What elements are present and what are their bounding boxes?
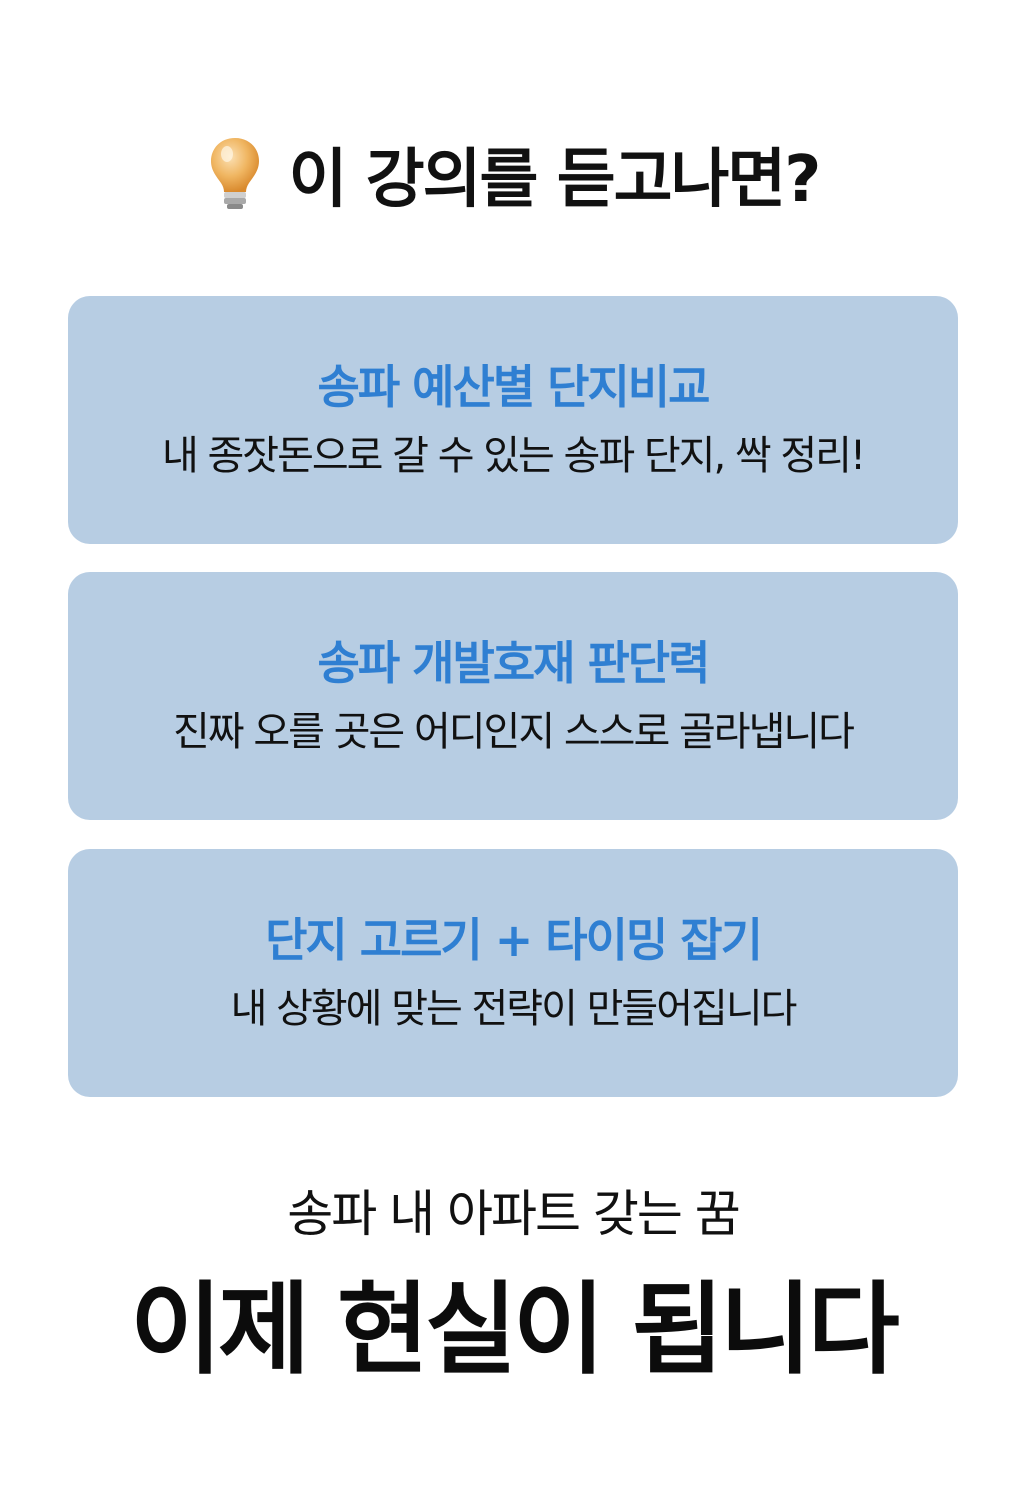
benefit-card-budget: 송파 예산별 단지비교 내 종잣돈으로 갈 수 있는 송파 단지, 싹 정리! — [68, 296, 958, 544]
lightbulb-icon — [210, 138, 259, 209]
page-title: 이 강의를 듣고나면? — [288, 143, 822, 217]
footer-headline: 이제 현실이 됩니다 — [130, 1271, 900, 1388]
footer-subheading: 송파 내 아파트 갖는 꿈 — [287, 1185, 741, 1243]
card-description: 진짜 오를 곳은 어디인지 스스로 골라냅니다 — [173, 709, 855, 755]
card-description: 내 상황에 맞는 전략이 만들어집니다 — [230, 986, 798, 1032]
benefit-card-timing: 단지 고르기 + 타이밍 잡기 내 상황에 맞는 전략이 만들어집니다 — [68, 849, 958, 1097]
card-description: 내 종잣돈으로 갈 수 있는 송파 단지, 싹 정리! — [161, 433, 866, 479]
benefit-card-development: 송파 개발호재 판단력 진짜 오를 곳은 어디인지 스스로 골라냅니다 — [68, 572, 958, 820]
header: 이 강의를 듣고나면? — [0, 124, 1026, 224]
card-title: 송파 개발호재 판단력 — [317, 636, 711, 690]
card-title: 단지 고르기 + 타이밍 잡기 — [265, 913, 763, 967]
card-title: 송파 예산별 단지비교 — [317, 360, 711, 414]
